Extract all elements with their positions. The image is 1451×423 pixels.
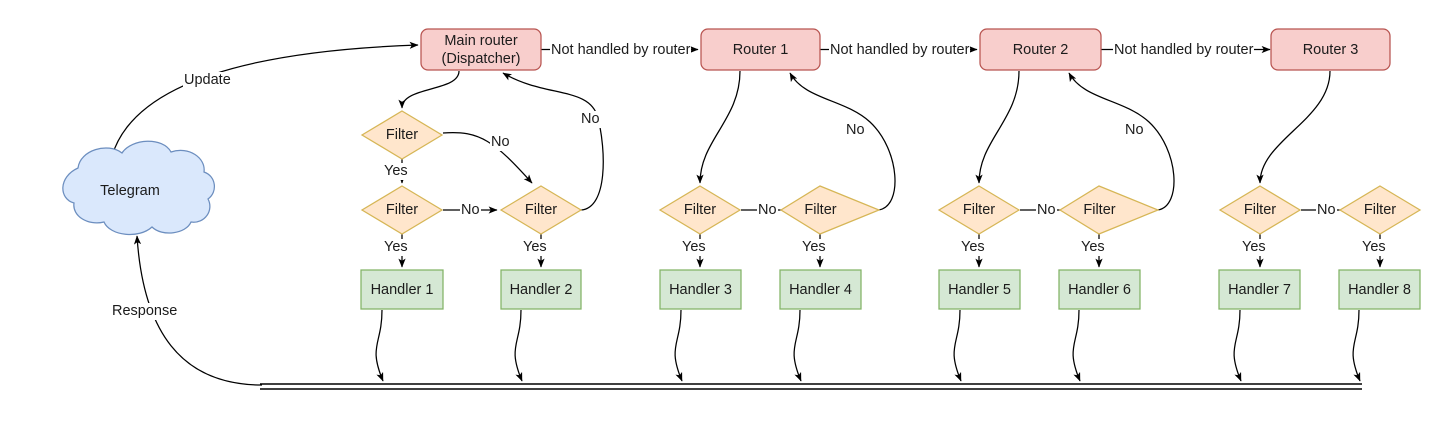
edge-label-not-handled-3: Not handled by router xyxy=(1113,42,1255,59)
handler-1-shape xyxy=(360,269,444,310)
edge-label-not-handled-1: Not handled by router xyxy=(550,42,692,59)
handler-4-shape xyxy=(779,269,862,310)
edge-label-no-4: No xyxy=(757,202,778,219)
filter-d-shape xyxy=(658,185,742,235)
edge-label-yes-2: Yes xyxy=(383,239,409,256)
edge-handler7-to-bar xyxy=(1233,309,1242,382)
edge-router3-to-filter-h xyxy=(1256,70,1331,184)
edge-group xyxy=(111,41,1384,386)
edge-filter-g-no xyxy=(1068,72,1175,211)
edge-router1-to-filter-d xyxy=(696,70,741,184)
handler-shapes xyxy=(360,269,1421,310)
edge-label-no-1: No xyxy=(490,134,511,151)
handler-8-shape xyxy=(1338,269,1421,310)
edge-response xyxy=(133,235,263,386)
edge-label-yes-1: Yes xyxy=(383,163,409,180)
filter-e-shape xyxy=(779,185,881,235)
telegram-cloud-shape xyxy=(62,140,215,236)
filter-f-shape xyxy=(937,185,1021,235)
edge-handler3-to-bar xyxy=(674,309,683,382)
edge-label-yes-9: Yes xyxy=(1361,239,1387,256)
router-shapes xyxy=(420,28,1391,71)
handler-2-shape xyxy=(500,269,582,310)
edge-label-yes-3: Yes xyxy=(522,239,548,256)
router-3-shape xyxy=(1270,28,1391,71)
edge-label-no-3: No xyxy=(460,202,481,219)
main-router-shape xyxy=(420,28,542,71)
response-merge-bar xyxy=(260,383,1362,390)
edge-handler2-to-bar xyxy=(514,309,523,382)
edge-label-update: Update xyxy=(183,72,232,89)
edge-label-yes-6: Yes xyxy=(960,239,986,256)
router-1-shape xyxy=(700,28,821,71)
edge-router2-to-filter-f xyxy=(975,70,1020,184)
edge-label-response: Response xyxy=(111,303,179,320)
filter-b-shape xyxy=(499,185,583,235)
edge-label-no-5: No xyxy=(845,122,866,139)
handler-3-shape xyxy=(659,269,742,310)
handler-6-shape xyxy=(1058,269,1141,310)
edge-handler1-to-bar xyxy=(375,309,384,382)
edge-label-no-6: No xyxy=(1036,202,1057,219)
handler-7-shape xyxy=(1218,269,1301,310)
handler-5-shape xyxy=(938,269,1021,310)
edge-label-not-handled-2: Not handled by router xyxy=(829,42,971,59)
edge-label-yes-4: Yes xyxy=(681,239,707,256)
edge-filter-a-no xyxy=(442,131,533,184)
edge-label-yes-5: Yes xyxy=(801,239,827,256)
edge-handler4-to-bar xyxy=(793,309,802,382)
filter-a-shape xyxy=(360,110,444,160)
edge-filter-e-no xyxy=(789,72,896,211)
router-2-shape xyxy=(979,28,1102,71)
edge-handler6-to-bar xyxy=(1072,309,1081,382)
edge-label-no-2: No xyxy=(580,111,601,128)
edge-label-no-8: No xyxy=(1316,202,1337,219)
filter-c-shape xyxy=(360,185,444,235)
edge-handler8-to-bar xyxy=(1352,309,1361,382)
edge-label-yes-8: Yes xyxy=(1241,239,1267,256)
filter-i-shape xyxy=(1338,185,1422,235)
edge-handler5-to-bar xyxy=(953,309,962,382)
edge-label-yes-7: Yes xyxy=(1080,239,1106,256)
edge-filter-b-no xyxy=(502,72,604,211)
edge-label-no-7: No xyxy=(1124,122,1145,139)
filter-shapes xyxy=(360,110,1422,235)
edge-main-to-filter-a xyxy=(398,70,460,109)
filter-g-shape xyxy=(1058,185,1160,235)
filter-h-shape xyxy=(1218,185,1302,235)
